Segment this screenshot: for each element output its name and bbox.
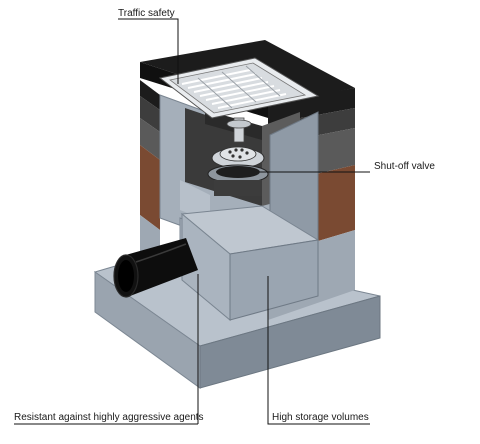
- label-shutoff-valve: Shut-off valve: [374, 161, 435, 172]
- grate-slots: [181, 69, 287, 109]
- lower-block: [180, 205, 320, 322]
- leader-storage: [267, 276, 370, 425]
- label-traffic-safety: Traffic safety: [118, 8, 175, 19]
- leader-traffic-safety: [118, 18, 179, 84]
- grate-slots-cross: [197, 65, 281, 109]
- label-storage: High storage volumes: [272, 412, 369, 423]
- shutoff-valve-assembly: [207, 117, 269, 196]
- inlet-pipe: [113, 238, 198, 298]
- label-resistant: Resistant against highly aggressive agen…: [14, 412, 204, 423]
- callout-leaders: [14, 18, 370, 425]
- soil-layers-left: [140, 80, 160, 265]
